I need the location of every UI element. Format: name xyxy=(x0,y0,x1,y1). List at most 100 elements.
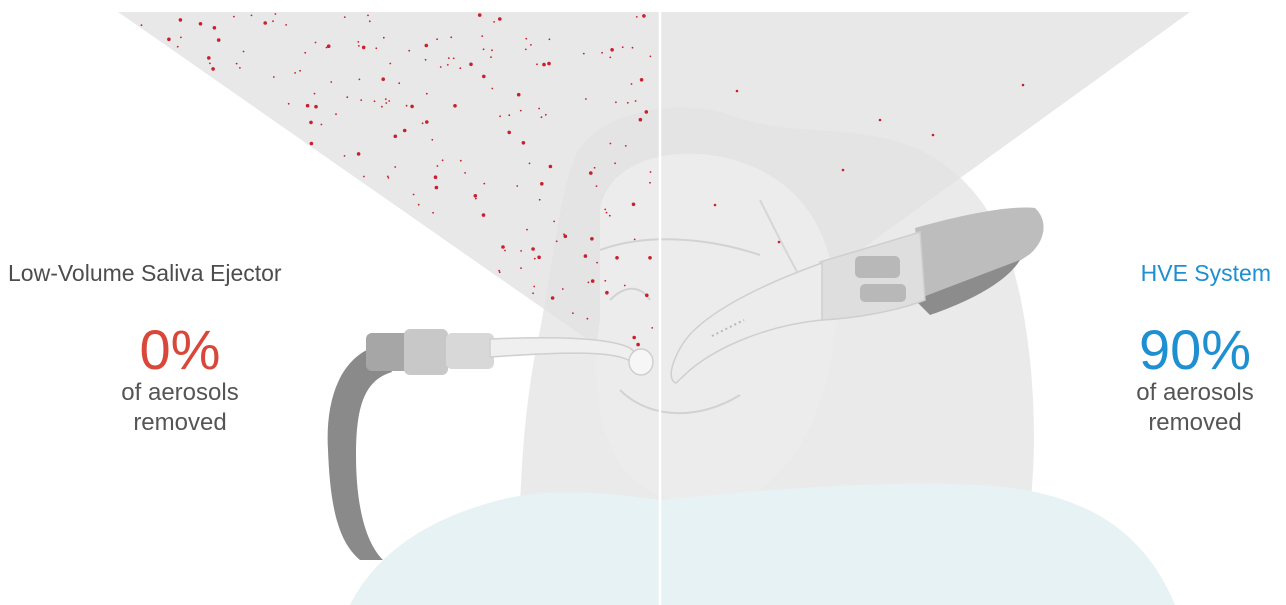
aerosol-particle xyxy=(464,172,466,174)
aerosol-particle xyxy=(167,38,171,42)
left-desc-line1: of aerosols xyxy=(70,378,290,408)
aerosol-particle xyxy=(422,122,424,124)
aerosol-particle xyxy=(534,258,536,260)
aerosol-particle xyxy=(344,16,346,18)
aerosol-particle xyxy=(562,288,564,290)
aerosol-particle xyxy=(330,81,332,83)
aerosol-particle xyxy=(520,250,522,252)
aerosol-particle xyxy=(651,327,653,329)
aerosol-particle xyxy=(406,105,408,107)
aerosol-particle xyxy=(639,118,643,122)
aerosol-particle xyxy=(526,229,528,231)
aerosol-particle xyxy=(588,282,590,284)
aerosol-particle xyxy=(714,204,717,207)
aerosol-particle xyxy=(604,280,606,282)
aerosol-particle xyxy=(493,21,495,23)
aerosol-particle xyxy=(374,100,376,102)
aerosol-particle xyxy=(649,182,651,184)
aerosol-particle xyxy=(501,245,505,249)
aerosol-particle xyxy=(522,141,526,145)
aerosol-particle xyxy=(507,131,511,135)
aerosol-particle xyxy=(622,46,624,48)
right-desc-line1: of aerosols xyxy=(1085,378,1286,408)
aerosol-particle xyxy=(413,194,415,196)
left-desc-line2: removed xyxy=(70,408,290,438)
aerosol-particle xyxy=(632,47,634,49)
aerosol-particle xyxy=(367,15,369,17)
aerosol-particle xyxy=(321,124,323,126)
aerosol-particle xyxy=(536,63,538,65)
aerosol-particle xyxy=(335,113,337,115)
aerosol-particle xyxy=(453,58,455,60)
aerosol-particle xyxy=(842,169,845,172)
aerosol-particle xyxy=(359,79,361,81)
right-desc-line2: removed xyxy=(1085,408,1286,438)
aerosol-particle xyxy=(314,93,316,95)
left-label: Low-Volume Saliva Ejector xyxy=(8,257,282,289)
aerosol-particle xyxy=(499,115,501,117)
aerosol-particle xyxy=(529,163,531,165)
aerosol-particle xyxy=(553,221,555,223)
aerosol-particle xyxy=(572,312,574,314)
aerosol-particle xyxy=(537,255,541,259)
aerosol-particle xyxy=(491,88,493,90)
aerosol-particle xyxy=(498,270,500,272)
aerosol-particle xyxy=(504,250,506,252)
aerosol-particle xyxy=(211,67,215,71)
aerosol-particle xyxy=(650,56,652,58)
aerosol-particle xyxy=(596,185,598,187)
aerosol-particle xyxy=(538,108,540,110)
aerosol-particle xyxy=(508,114,510,116)
aerosol-particle xyxy=(605,291,609,295)
aerosol-particle xyxy=(410,105,414,109)
aerosol-particle xyxy=(251,15,253,17)
aerosol-particle xyxy=(236,63,238,65)
aerosol-particle xyxy=(469,63,473,67)
aerosol-particle xyxy=(442,159,444,161)
aerosol-particle xyxy=(285,24,287,26)
left-stat: 0% of aerosols removed xyxy=(70,322,290,438)
aerosol-particle xyxy=(631,83,633,85)
aerosol-particle xyxy=(594,167,596,169)
aerosol-particle xyxy=(425,44,429,48)
aerosol-particle xyxy=(459,67,461,69)
aerosol-particle xyxy=(532,292,534,294)
aerosol-particle xyxy=(180,37,182,39)
aerosol-particle xyxy=(583,53,585,55)
right-percent: 90% xyxy=(1085,322,1286,378)
aerosol-particle xyxy=(394,135,398,139)
aerosol-particle xyxy=(375,47,377,49)
right-label: HVE System xyxy=(1141,257,1271,289)
aerosol-particle xyxy=(213,26,217,30)
patient-drape xyxy=(350,484,1175,605)
aerosol-particle xyxy=(437,165,439,167)
aerosol-particle xyxy=(596,262,598,264)
aerosol-particle xyxy=(498,17,502,21)
aerosol-particle xyxy=(604,209,606,211)
aerosol-particle xyxy=(589,171,593,175)
aerosol-particle xyxy=(645,110,649,114)
aerosol-particle xyxy=(491,49,493,51)
aerosol-particle xyxy=(460,160,462,162)
aerosol-particle xyxy=(615,256,619,260)
aerosol-particle xyxy=(418,204,420,206)
aerosol-particle xyxy=(525,49,527,51)
aerosol-particle xyxy=(549,165,553,169)
aerosol-particle xyxy=(549,38,551,40)
aerosol-particle xyxy=(490,56,492,58)
aerosol-particle xyxy=(563,233,565,235)
aerosol-particle xyxy=(357,41,359,43)
aerosol-particle xyxy=(432,212,434,214)
aerosol-particle xyxy=(632,203,636,207)
aerosol-particle xyxy=(326,47,328,49)
aerosol-particle xyxy=(299,70,301,72)
aerosol-particle xyxy=(483,48,485,50)
aerosol-particle xyxy=(141,24,143,26)
aerosol-particle xyxy=(310,142,314,146)
aerosol-particle xyxy=(610,48,614,52)
aerosol-particle xyxy=(636,343,640,347)
aerosol-particle xyxy=(358,45,360,47)
aerosol-particle xyxy=(591,279,595,283)
aerosol-particle xyxy=(648,256,652,260)
aerosol-particle xyxy=(531,247,535,251)
